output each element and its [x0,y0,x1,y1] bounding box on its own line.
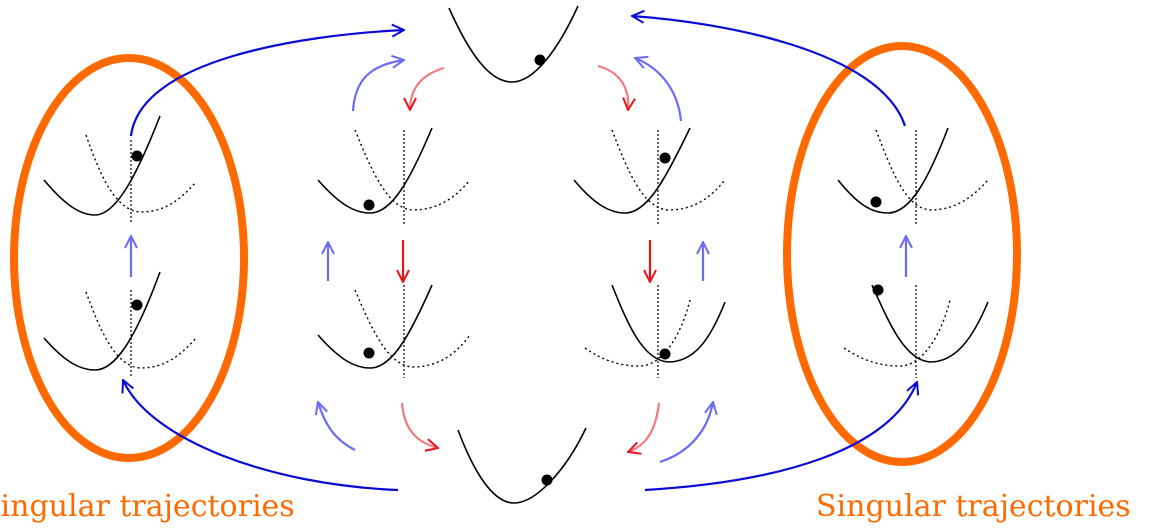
mid-left-upper-double-well [318,128,470,225]
ball-icon [132,151,143,162]
arrow-mid-right-to-bottom [628,403,659,452]
ball-icon [364,200,375,211]
arrow-mid-left-to-top [353,60,404,111]
right-lower-double-well [844,285,988,379]
ball-icon [535,55,546,66]
ball-icon [873,285,884,296]
ball-icon [364,348,375,359]
arrow-bottom-to-right [645,382,917,490]
right-upper-double-well [838,128,988,225]
arrow-bottom-to-mid-right [660,402,713,462]
mid-right-lower-double-well [585,285,725,378]
arrow-top-to-mid-right [598,66,628,110]
ball-icon [871,197,882,208]
arrow-mid-left-to-bottom [402,403,438,448]
arrow-mid-right-to-top [635,58,681,121]
ball-icon [542,475,553,486]
arrow-top-to-mid-left [410,68,444,110]
arrow-bottom-to-mid-left [318,402,355,450]
right-group-label: Singular trajectories [816,492,1131,522]
left-lower-double-well [44,272,196,378]
bottom-well [458,428,586,503]
ball-icon [660,349,671,360]
left-upper-double-well [44,116,196,222]
mid-right-upper-double-well [574,128,725,225]
arrow-left-to-top [131,30,404,136]
top-well [449,6,578,82]
mid-left-lower-double-well [318,285,470,378]
arrow-bottom-to-left [123,380,398,490]
left-group-label: Singular trajectories [0,492,295,522]
arrow-right-to-top [632,16,905,126]
left-singular-ellipse [14,58,244,458]
right-singular-ellipse [787,46,1017,462]
ball-icon [660,153,671,164]
ball-icon [132,300,143,311]
